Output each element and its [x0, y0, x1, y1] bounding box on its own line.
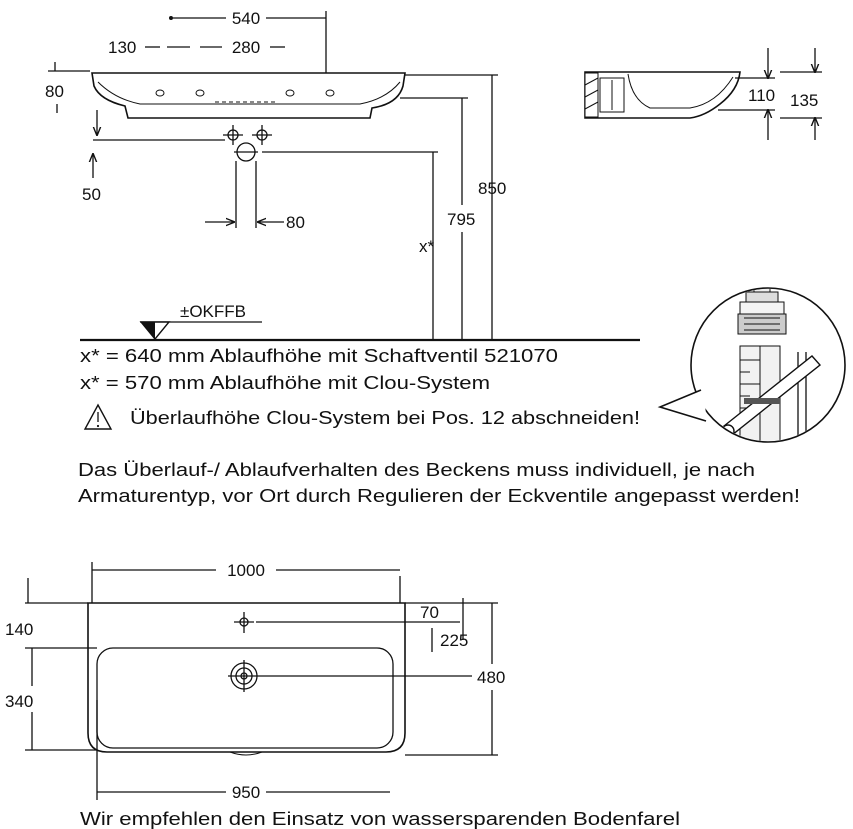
dimension-140: 140	[5, 578, 88, 639]
dimension-795: 795	[400, 97, 475, 340]
tap-hole-marker	[234, 612, 254, 633]
dimension-50: 50	[82, 110, 225, 204]
notes: x* = 640 mm Ablaufhöhe mit Schaftventil …	[78, 346, 800, 506]
floor-level-marker: ±OKFFB	[139, 302, 262, 341]
floor-level-label: ±OKFFB	[180, 302, 246, 321]
dimension-80-rim: 80	[45, 62, 90, 113]
dim-50-label: 50	[82, 185, 101, 204]
dimension-135: 135	[780, 48, 822, 140]
side-view: 110 135	[584, 48, 822, 140]
warning-icon	[83, 403, 113, 430]
angle-valves	[223, 125, 272, 145]
drain-marker	[228, 660, 260, 692]
dim-x-label: x*	[419, 237, 435, 256]
note-paragraph-line-2: Armaturentyp, vor Ort durch Regulieren d…	[78, 486, 800, 506]
dim-540-label: 540	[232, 9, 260, 28]
dimension-225: 225	[431, 628, 468, 652]
dim-80-drain-label: 80	[286, 213, 305, 232]
dim-135-label: 135	[790, 91, 818, 110]
dimension-80-drain: 80	[205, 213, 305, 232]
dim-110-label: 110	[748, 86, 775, 105]
dim-795-label: 795	[447, 210, 475, 229]
dimension-340: 340	[5, 647, 97, 751]
overflow-detail-callout	[657, 287, 846, 443]
drain-pipe	[234, 142, 258, 228]
dim-80-rim-label: 80	[45, 82, 64, 101]
footer-note: Wir empfehlen den Einsatz von wasserspar…	[80, 809, 680, 829]
dimension-480: 480	[405, 603, 505, 756]
note-line-1: x* = 640 mm Ablaufhöhe mit Schaftventil …	[80, 346, 558, 366]
dim-130-label: 130	[108, 38, 136, 57]
dim-850-label: 850	[478, 179, 506, 198]
dim-1000-label: 1000	[227, 561, 265, 580]
dimension-x: x*	[262, 151, 438, 340]
dimension-70: 70	[405, 598, 498, 640]
dim-140-label: 140	[5, 620, 33, 639]
dimension-850: 850	[405, 74, 506, 340]
dim-340-label: 340	[5, 692, 33, 711]
dim-70-label: 70	[420, 603, 439, 622]
dimension-110: 110	[718, 48, 775, 140]
dimension-130-280: 130 280	[108, 38, 285, 57]
dim-280-label: 280	[232, 38, 260, 57]
front-view: 540 130 280 80	[45, 9, 640, 342]
dim-480-label: 480	[477, 668, 505, 687]
basin-front-outline	[91, 72, 406, 119]
dim-225-label: 225	[440, 631, 468, 650]
note-paragraph-line-1: Das Überlauf-/ Ablaufverhalten des Becke…	[78, 460, 755, 480]
top-view: 1000 70 225	[5, 561, 505, 802]
dimension-950: 950	[96, 700, 390, 802]
warning-text: Überlaufhöhe Clou-System bei Pos. 12 abs…	[130, 408, 640, 428]
note-line-2: x* = 570 mm Ablaufhöhe mit Clou-System	[80, 373, 490, 393]
dimension-1000: 1000	[91, 561, 401, 603]
dim-950-label: 950	[232, 783, 260, 802]
